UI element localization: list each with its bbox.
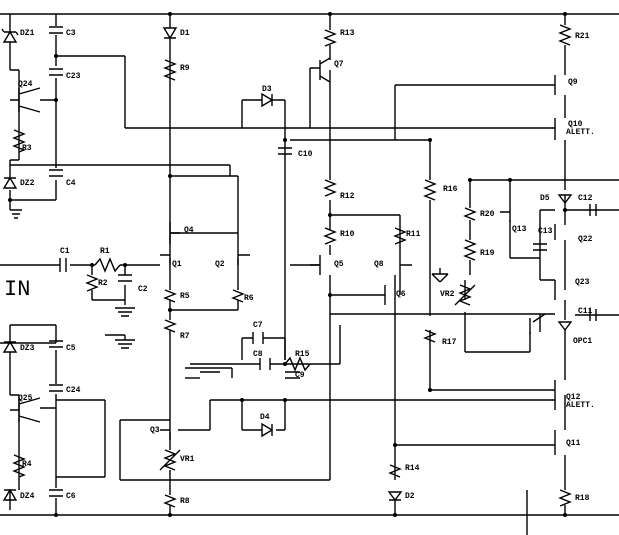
label-R7: R7 (180, 332, 190, 341)
label-C11: C11 (578, 307, 593, 316)
labels: DZ1 C3 D1 R13 R21 R9 Q7 C23 Q24 D3 Q9 Q1… (4, 29, 595, 506)
label-R17: R17 (442, 338, 457, 347)
label-Q12: Q12 (566, 393, 581, 402)
label-C12: C12 (578, 194, 593, 203)
components (1, 24, 597, 508)
label-C1: C1 (60, 247, 70, 256)
label-R19: R19 (480, 249, 495, 258)
label-Q3: Q3 (150, 426, 160, 435)
label-C23: C23 (66, 72, 81, 81)
label-R15: R15 (295, 350, 310, 359)
label-alett-bot: ALETT. (566, 401, 595, 410)
label-C10: C10 (298, 150, 313, 159)
label-C9: C9 (295, 371, 305, 380)
label-DZ1: DZ1 (20, 29, 35, 38)
label-IN: IN (4, 277, 30, 302)
label-R2: R2 (98, 279, 108, 288)
label-R6: R6 (244, 294, 254, 303)
label-R20: R20 (480, 210, 495, 219)
label-R12: R12 (340, 192, 355, 201)
label-DZ4: DZ4 (20, 492, 35, 501)
label-D4: D4 (260, 413, 270, 422)
label-OPC1: OPC1 (573, 337, 592, 346)
label-R10: R10 (340, 230, 355, 239)
label-Q2: Q2 (215, 260, 225, 269)
label-VR1: VR1 (180, 455, 195, 464)
label-DZ3: DZ3 (20, 344, 35, 353)
label-C8: C8 (253, 350, 263, 359)
label-R9: R9 (180, 64, 190, 73)
label-Q25: Q25 (18, 394, 33, 403)
label-Q7: Q7 (334, 60, 344, 69)
label-Q10: Q10 (568, 120, 583, 129)
label-D2: D2 (405, 492, 415, 501)
label-VR2: VR2 (440, 290, 455, 299)
label-R11: R11 (406, 230, 421, 239)
label-R18: R18 (575, 494, 590, 503)
label-R16: R16 (443, 185, 458, 194)
label-R3: R3 (22, 144, 32, 153)
label-C24: C24 (66, 386, 81, 395)
label-R5: R5 (180, 292, 190, 301)
label-Q22: Q22 (578, 235, 593, 244)
label-R21: R21 (575, 32, 590, 41)
label-R13: R13 (340, 29, 355, 38)
label-C3: C3 (66, 29, 76, 38)
label-C7: C7 (253, 321, 263, 330)
label-R8: R8 (180, 497, 190, 506)
label-C6: C6 (66, 492, 76, 501)
label-Q11: Q11 (566, 439, 581, 448)
label-R4: R4 (22, 460, 32, 469)
label-C4: C4 (66, 179, 76, 188)
label-C13: C13 (538, 227, 553, 236)
label-D1: D1 (180, 29, 190, 38)
label-R1: R1 (100, 247, 110, 256)
label-Q23: Q23 (575, 278, 590, 287)
label-Q8: Q8 (374, 260, 384, 269)
label-Q6: Q6 (396, 290, 406, 299)
label-C5: C5 (66, 344, 76, 353)
label-D3: D3 (262, 85, 272, 94)
label-Q1: Q1 (172, 260, 182, 269)
label-alett-top: ALETT. (566, 128, 595, 137)
label-Q9: Q9 (568, 78, 578, 87)
wires (0, 13, 619, 535)
label-Q5: Q5 (334, 260, 344, 269)
label-Q4: Q4 (184, 226, 194, 235)
label-D5: D5 (540, 194, 550, 203)
junctions (8, 12, 567, 517)
label-Q24: Q24 (18, 80, 33, 89)
label-Q13: Q13 (512, 225, 527, 234)
label-DZ2: DZ2 (20, 179, 35, 188)
label-C2: C2 (138, 285, 148, 294)
label-R14: R14 (405, 464, 420, 473)
